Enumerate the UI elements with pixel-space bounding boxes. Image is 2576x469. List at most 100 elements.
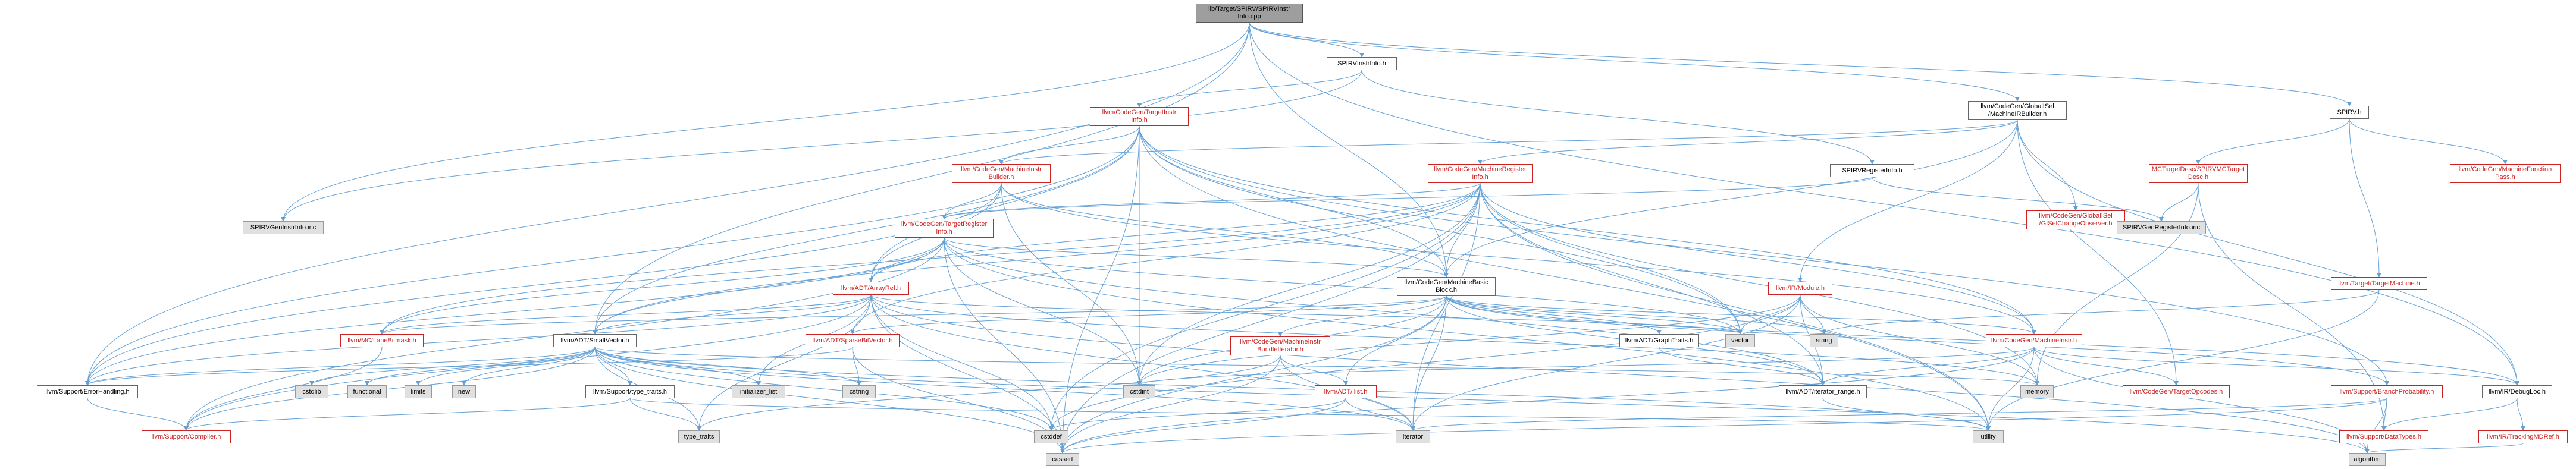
edge-root-to-debugloc (1249, 22, 2519, 386)
node-cstdint: cstdint (1123, 385, 1155, 398)
node-graphtraits-h[interactable]: llvm/ADT/GraphTraits.h (1619, 334, 1699, 347)
node-targetopcodes-h[interactable]: llvm/CodeGen/TargetOpcodes.h (2123, 385, 2230, 398)
edge-machineregisterinfo-to-lanebitmask (380, 182, 1481, 335)
edge-smallvector-to-new (462, 347, 596, 386)
node-support-type-traits-h[interactable]: llvm/Support/type_traits.h (585, 385, 675, 398)
node-limits: limits (405, 385, 432, 398)
node-iterator-range-h[interactable]: llvm/ADT/iterator_range.h (1779, 385, 1867, 398)
node-compiler-h[interactable]: llvm/Support/Compiler.h (142, 430, 231, 443)
node-machineinstrbundleiterator-h[interactable]: llvm/CodeGen/MachineInstr BundleIterator… (1230, 336, 1330, 355)
edge-machineregisterinfo-to-cstddef (1049, 182, 1481, 431)
edge-root-to-smallvector (593, 22, 1250, 335)
node-errorhandling-h[interactable]: llvm/Support/ErrorHandling.h (37, 385, 138, 398)
node-arrayref-h[interactable]: llvm/ADT/ArrayRef.h (833, 282, 909, 295)
edge-targetregisterinfo-to-arrayref (869, 237, 945, 282)
node-debugloc-h[interactable]: llvm/IR/DebugLoc.h (2482, 385, 2552, 398)
node-initializer-list: initializer_list (732, 385, 785, 398)
node-cstring: cstring (842, 385, 876, 398)
edge-machinebasicblock-to-ilisth (1343, 295, 1447, 386)
node-spirvmctargetdesc-h[interactable]: MCTargetDesc/SPIRVMCTarget Desc.h (2149, 164, 2248, 183)
edge-ilisth-to-cstddef (1049, 398, 1346, 431)
node-ir-module-h[interactable]: llvm/IR/Module.h (1768, 282, 1832, 295)
node-targetregisterinfo-h[interactable]: llvm/CodeGen/TargetRegister Info.h (895, 219, 994, 238)
edge-machineinstrh-to-debugloc (2033, 347, 2519, 386)
edge-branchprobability-to-cassert (1060, 398, 2387, 454)
edge-globalisel_builder-to-debugloc (2017, 119, 2519, 386)
edge-spirvinstrinfoh-to-spirvgeninstrinfo (281, 70, 1362, 222)
edge-arrayref-to-cstddef (870, 294, 1054, 431)
node-branchprobability-h[interactable]: llvm/Support/BranchProbability.h (2331, 385, 2443, 398)
edge-machinebasicblock-to-iterator (1411, 295, 1447, 431)
node-machinefunctionpass-h[interactable]: llvm/CodeGen/MachineFunction Pass.h (2450, 164, 2561, 183)
edge-smallvector-to-limits (416, 347, 596, 386)
edge-machineinstrh-to-cassert (1060, 347, 2035, 454)
node-trackingmdref-h[interactable]: llvm/IR/TrackingMDRef.h (2478, 430, 2568, 443)
edge-arrayref-to-algorithm (870, 294, 2370, 454)
node-sparsebitvector-h[interactable]: llvm/ADT/SparseBitVector.h (806, 334, 900, 347)
edge-sparsebitvector-to-errorhandling (85, 347, 853, 386)
edge-targetinstrinfo-to-smallvector (593, 125, 1140, 335)
edge-machineinstrbuilder-to-targetregisterinfo (942, 182, 1002, 219)
node-lanebitmask-h[interactable]: llvm/MC/LaneBitmask.h (340, 334, 424, 347)
edge-trackingmdref-to-algorithm (2365, 443, 2524, 454)
edge-ilisth-to-cassert (1060, 398, 1346, 454)
node-targetmachine-h[interactable]: llvm/Target/TargetMachine.h (2331, 277, 2427, 290)
node-utility: utility (1973, 430, 2004, 443)
node-functional: functional (347, 385, 387, 398)
edge-targetregisterinfo-to-vector (944, 237, 1743, 335)
node-string: string (1810, 334, 1838, 347)
edge-arrayref-to-smallvector (593, 294, 872, 335)
node-machineinstr-h[interactable]: llvm/CodeGen/MachineInstr.h (1986, 334, 2082, 347)
edge-spirvh-to-mctargetdesc (2196, 118, 2350, 165)
edge-root-to-errorhandling (85, 22, 1250, 386)
node-machinebasicblock-h[interactable]: llvm/CodeGen/MachineBasic Block.h (1397, 277, 1496, 296)
edge-spirvinstrinfoh-to-targetinstrinfo (1137, 70, 1362, 108)
node-machineregisterinfo-h[interactable]: llvm/CodeGen/MachineRegister Info.h (1428, 164, 1533, 183)
edge-machineinstrbuilder-to-machineinstrh (1001, 182, 2036, 335)
edge-typetraitsh-to-typetraits (629, 398, 701, 431)
edge-targetmachine-to-utility (1986, 289, 2380, 431)
edge-root-to-spirvinstrinfoh (1249, 22, 1364, 58)
edge-irmodule-to-iterator (1411, 294, 1801, 431)
node-machineirbuilder-h[interactable]: llvm/CodeGen/GlobalISel /MachineIRBuilde… (1968, 101, 2067, 120)
edge-machinebasicblock-to-lanebitmask (380, 295, 1447, 335)
node-type-traits: type_traits (678, 430, 720, 443)
edge-globalisel_builder-to-machinebasicblock (1444, 119, 2018, 278)
edge-machinebasicblock-to-vector (1446, 295, 1743, 335)
edge-sparsebitvector-to-cassert (852, 347, 1065, 454)
edge-spirvh-to-targetmachine (2349, 118, 2381, 278)
edge-machinebasicblock-to-debugloc (1446, 295, 2519, 386)
edge-debugloc-to-datatypes (2381, 398, 2518, 431)
node-smallvector-h[interactable]: llvm/ADT/SmallVector.h (553, 334, 637, 347)
edge-targetinstrinfo-to-machineinstrbuilder (999, 125, 1140, 165)
edge-branchprobability-to-iterator (1411, 398, 2387, 431)
edge-arrayref-to-iterator (870, 294, 1415, 431)
edge-arrayref-to-lanebitmask (380, 294, 872, 335)
node-vector: vector (1725, 334, 1755, 347)
node-ilist-h[interactable]: llvm/ADT/ilist.h (1315, 385, 1377, 398)
edge-smallvector-to-compilerh (184, 347, 596, 431)
edge-targetinstrinfo-to-machinebasicblock (1139, 125, 1449, 278)
node-giselchangeobserver-h[interactable]: llvm/CodeGen/GlobalISel /GISelChangeObse… (2026, 210, 2125, 229)
edge-smallvector-to-cstdlib (309, 347, 596, 386)
node-spirvregisterinfo-h[interactable]: SPIRVRegisterInfo.h (1830, 164, 1914, 177)
edge-bundleiterator-to-typetraits (697, 355, 1281, 431)
edge-smallvector-to-cstring (594, 347, 861, 386)
edge-graphtraits-to-iteratorrange (1659, 347, 1825, 386)
node-spirvinstrinfo-h[interactable]: SPIRVInstrInfo.h (1327, 57, 1397, 70)
edge-mctargetdesc-to-spirvgenregisterinfo (2159, 182, 2199, 222)
edge-machineregisterinfo-to-memory (1480, 182, 2039, 386)
node-datatypes-h[interactable]: llvm/Support/DataTypes.h (2339, 430, 2428, 443)
node-machineinstrbuilder-h[interactable]: llvm/CodeGen/MachineInstr Builder.h (952, 164, 1051, 183)
edge-machineregisterinfo-to-machinebasicblock (1444, 182, 1481, 278)
node-targetinstrinfo-h[interactable]: llvm/CodeGen/TargetInstr Info.h (1090, 107, 1189, 126)
edge-smallvector-to-errorhandling (85, 347, 596, 386)
edge-machineregisterinfo-to-vector (1480, 182, 1743, 335)
edge-irmodule-to-string (1800, 294, 1826, 335)
edge-sparsebitvector-to-cstring (852, 347, 861, 386)
edge-machinebasicblock-to-bundleiterator (1278, 295, 1447, 337)
node-algorithm: algorithm (2349, 453, 2386, 466)
node-spirv-h[interactable]: SPIRV.h (2330, 106, 2369, 119)
edge-arrayref-to-memory (870, 294, 2039, 386)
node-iterator: iterator (1396, 430, 1430, 443)
